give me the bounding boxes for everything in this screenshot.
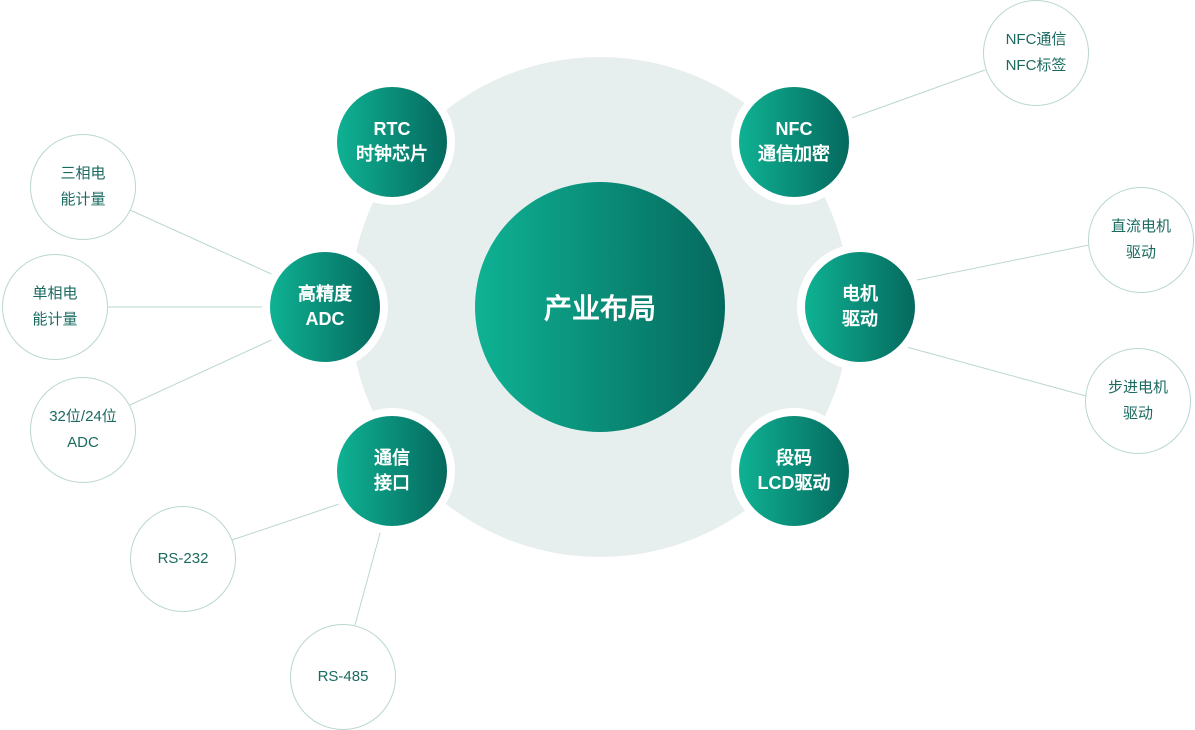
node-label: 通信	[374, 448, 410, 468]
connector-line	[902, 345, 1087, 397]
node-motor[interactable]: 电机驱动	[797, 244, 923, 370]
leaf-label: 32位/24位	[49, 408, 117, 425]
node-nfc[interactable]: NFC 通信加密	[731, 79, 857, 205]
leaf-stepper-motor[interactable]: 步进电机驱动	[1085, 348, 1191, 454]
connector-line	[845, 69, 986, 121]
leaf-label: ADC	[67, 434, 99, 451]
node-comm[interactable]: 通信接口	[329, 408, 455, 534]
leaf-label: NFC标签	[1005, 57, 1067, 74]
node-lcd[interactable]: 段码 LCD驱动	[731, 408, 857, 534]
node-adc[interactable]: 高精度 ADC	[262, 244, 388, 370]
node-label: 通信加密	[758, 144, 830, 164]
leaf-label: 能计量	[32, 311, 78, 328]
node-label: 接口	[374, 473, 410, 493]
node-label: 时钟芯片	[356, 144, 428, 164]
leaf-label: 驱动	[1122, 405, 1153, 422]
node-rtc[interactable]: RTC 时钟芯片	[329, 79, 455, 205]
leaf-label: 驱动	[1125, 244, 1156, 261]
node-label: 高精度	[298, 284, 352, 304]
leaf-dc-motor[interactable]: 直流电机驱动	[1088, 187, 1194, 293]
node-label: 段码	[776, 448, 812, 468]
node-label: 驱动	[842, 309, 878, 329]
connector-line	[354, 525, 383, 626]
leaf-label: 步进电机	[1107, 379, 1168, 396]
node-label: 电机	[842, 284, 878, 304]
node-label: LCD驱动	[757, 473, 831, 493]
leaf-nfc[interactable]: NFC通信 NFC标签	[983, 0, 1089, 106]
leaf-adc-bits[interactable]: 32位/24位 ADC	[30, 377, 136, 483]
leaf-label: 能计量	[60, 191, 106, 208]
leaf-label: NFC通信	[1005, 31, 1067, 48]
center-label: 产业布局	[543, 293, 656, 324]
connector-line	[129, 336, 279, 406]
leaf-label: 三相电	[60, 165, 106, 182]
leaf-single-phase[interactable]: 单相电能计量	[2, 254, 108, 360]
leaf-label: RS-485	[317, 668, 369, 685]
connector-line	[129, 209, 279, 278]
leaf-rs485[interactable]: RS-485	[290, 624, 396, 730]
leaf-three-phase[interactable]: 三相电能计量	[30, 134, 136, 240]
node-label: ADC	[305, 309, 345, 329]
node-label: NFC	[775, 119, 813, 139]
node-label: RTC	[373, 119, 411, 139]
center-node: 产业布局	[475, 182, 725, 432]
leaf-rs232[interactable]: RS-232	[130, 506, 236, 612]
connector-line	[231, 501, 346, 541]
leaf-label: RS-232	[157, 550, 209, 567]
connector-line	[911, 244, 1090, 282]
leaf-label: 单相电	[32, 285, 78, 302]
leaf-label: 直流电机	[1110, 218, 1171, 235]
